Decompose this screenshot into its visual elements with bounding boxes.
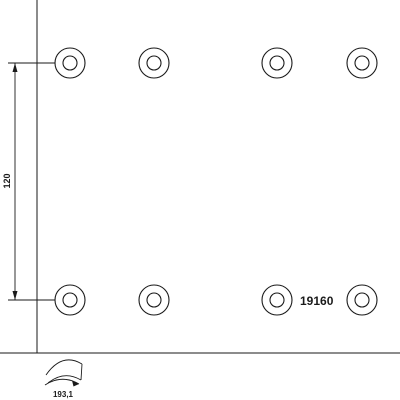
dimension-arrow-bottom [12, 291, 18, 300]
rivet-hole [261, 284, 293, 316]
curvature-arc-outer [45, 359, 83, 376]
rivet-holes [54, 47, 378, 316]
curvature-dimension-label: 193,1 [53, 390, 74, 399]
curvature-arc-inner [47, 375, 82, 384]
dimension-arrow-top [12, 63, 18, 72]
rivet-hole [138, 47, 170, 79]
height-dimension: 120 [2, 62, 55, 301]
curvature-arrow-arc [44, 378, 80, 386]
rivet-hole [346, 284, 378, 316]
curvature-arrow-head [72, 380, 79, 387]
rivet-hole [54, 47, 86, 79]
rivet-hole [261, 47, 293, 79]
height-dimension-label: 120 [2, 173, 12, 188]
rivet-hole [346, 47, 378, 79]
curvature-side-line [80, 363, 83, 381]
lining-outline [0, 0, 400, 354]
part-number-label: 19160 [300, 294, 334, 308]
rivet-hole [54, 284, 86, 316]
rivet-hole [138, 284, 170, 316]
curvature-symbol: 193,1 [44, 359, 83, 399]
